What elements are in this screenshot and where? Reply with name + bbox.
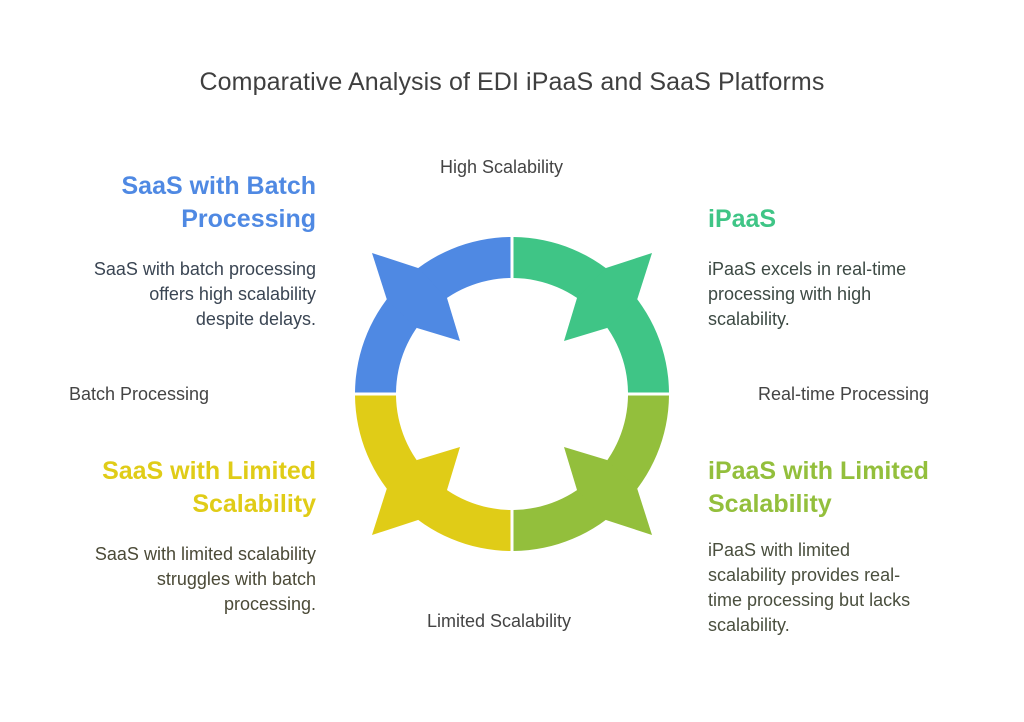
quadrant-heading: SaaS with Batch Processing: [122, 170, 317, 236]
quadrant-description: SaaS with batch processing offers high s…: [94, 257, 316, 332]
arrow-star-top-right: [564, 253, 652, 341]
quadrant-heading: iPaaS: [708, 203, 776, 236]
axis-label-right: Real-time Processing: [758, 384, 930, 404]
description-line: struggles with batch: [156, 569, 316, 589]
arrow-star-bottom-right: [564, 447, 652, 535]
quadrant-description: iPaaS with limited scalability provides …: [708, 538, 910, 638]
description-line: scalability.: [708, 309, 790, 329]
heading-line: Processing: [181, 205, 316, 233]
description-line: iPaaS with limited: [708, 540, 851, 560]
axis-label-bottom: Limited Scalability: [427, 611, 572, 631]
description-line: time processing but lacks: [708, 590, 911, 610]
heading-line: iPaaS: [708, 205, 777, 233]
description-line: offers high scalability: [149, 284, 316, 304]
ring-segment-bottom-right: [513, 395, 669, 551]
axis-label-top: High Scalability: [440, 157, 564, 177]
ring-segment-top-right: [513, 237, 669, 393]
arrow-star-bottom-left: [372, 447, 460, 535]
description-line: SaaS with batch processing: [93, 259, 316, 279]
heading-line: SaaS with Batch: [121, 172, 317, 200]
quadrant-heading: SaaS with Limited Scalability: [102, 455, 316, 521]
description-line: despite delays.: [195, 309, 316, 329]
description-line: iPaaS excels in real-time: [708, 259, 907, 279]
axis-label-left: Batch Processing: [69, 384, 210, 404]
arrow-star-top-left: [372, 253, 460, 341]
description-line: scalability.: [708, 615, 790, 635]
description-line: processing with high: [708, 284, 872, 304]
description-line: scalability provides real-: [708, 565, 901, 585]
ring-segment-top-left: [355, 237, 511, 393]
description-line: processing.: [223, 594, 316, 614]
heading-line: SaaS with Limited: [102, 457, 316, 485]
quadrant-description: iPaaS excels in real-time processing wit…: [708, 257, 906, 332]
heading-line: Scalability: [192, 490, 316, 518]
ring-segment-bottom-left: [355, 395, 511, 551]
quadrant-description: SaaS with limited scalability struggles …: [95, 542, 316, 617]
heading-line: Scalability: [708, 490, 832, 518]
quadrant-heading: iPaaS with Limited Scalability: [708, 455, 929, 521]
heading-line: iPaaS with Limited: [708, 457, 929, 485]
diagram-title: Comparative Analysis of EDI iPaaS and Sa…: [199, 68, 825, 96]
description-line: SaaS with limited scalability: [94, 544, 316, 564]
